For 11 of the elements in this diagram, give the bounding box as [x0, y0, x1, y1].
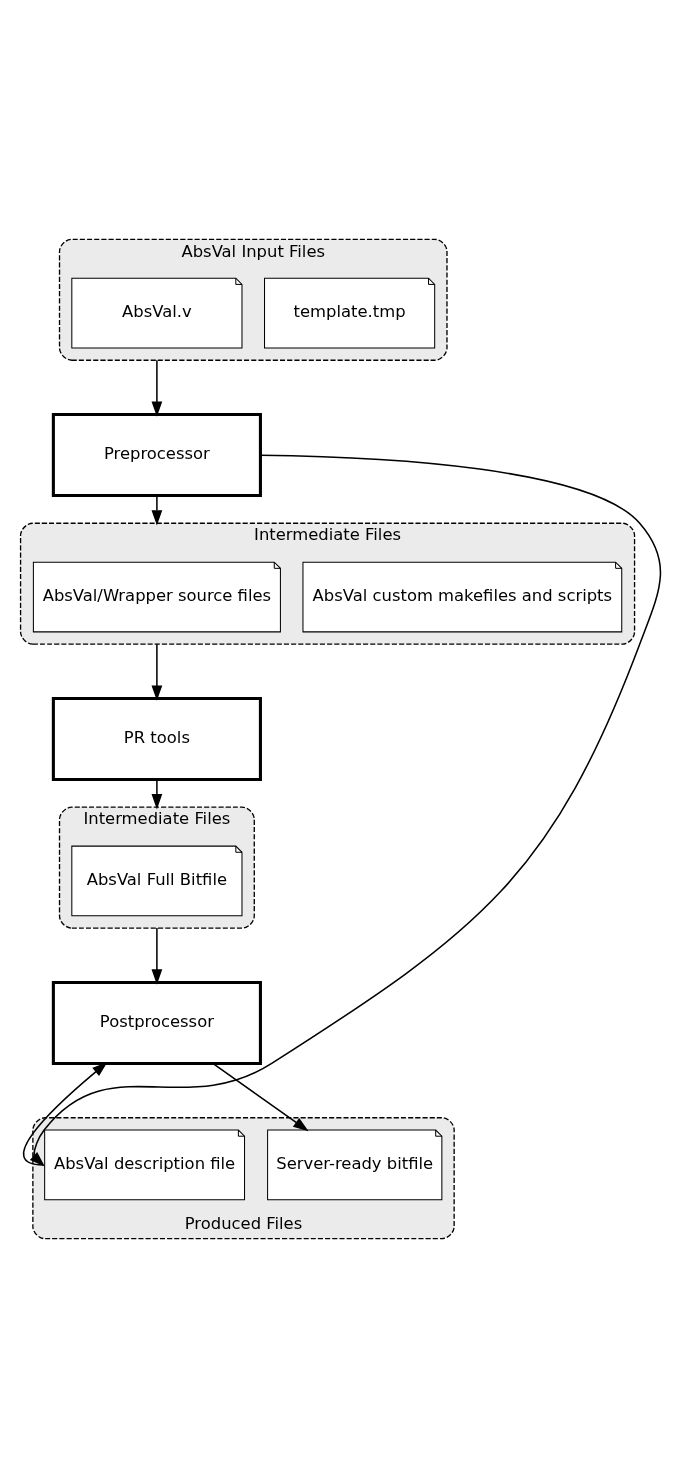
node-box: PR tools [51, 696, 262, 782]
arrow [151, 778, 163, 810]
node-box: Postprocessor [51, 980, 262, 1065]
arrow [212, 1062, 309, 1132]
arrow [151, 359, 163, 417]
node-box: Preprocessor [51, 413, 262, 498]
arrow [151, 643, 163, 701]
arrow [151, 927, 163, 985]
arrow [23, 1062, 108, 1166]
arrow [29, 454, 662, 1167]
arrow [151, 495, 163, 526]
